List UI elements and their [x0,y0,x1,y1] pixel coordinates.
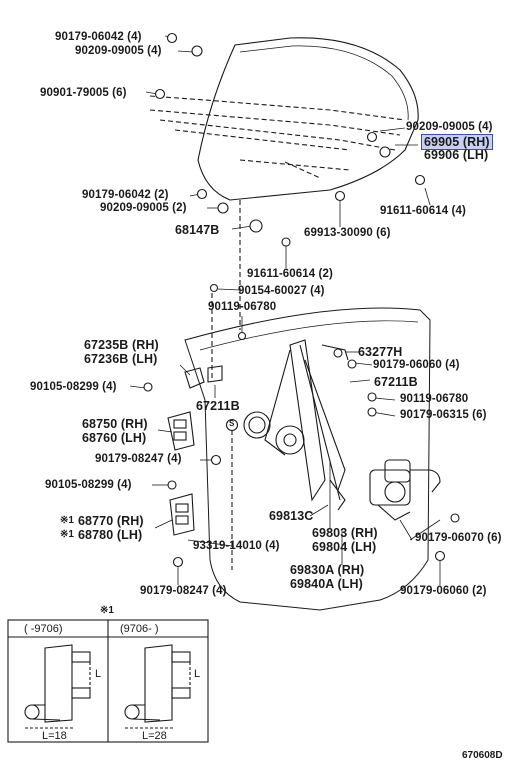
label-90179-08247: 90179-08247 (4) [95,453,182,465]
note-mark-2: ※1 [60,529,74,540]
special-tool-mark [225,418,239,432]
label-69905-rh-highlighted[interactable]: 69905 (RH) [421,134,493,150]
label-90179-06060-lower: 90179-06060 (2) [400,585,487,597]
label-67235b-rh: 67235B (RH) [84,338,159,352]
inset-right-dim: L [194,668,201,680]
label-90179-06042-lower: 90179-06042 (2) [82,189,169,201]
label-69840a-lh: 69840A (LH) [290,577,363,591]
label-68770-rh: 68770 (RH) [78,514,144,528]
label-90901-79005: 90901-79005 (6) [40,87,127,99]
window-regulator [264,339,349,511]
upper-hinge [167,411,195,451]
label-90105-08299: 90105-08299 (4) [30,381,117,393]
label-69813c: 69813C [269,509,314,523]
inset-right-caption: L=28 [142,730,167,742]
label-90105-08299-lower: 90105-08299 (4) [45,479,132,491]
label-63277h: 63277H [358,345,403,359]
label-90179-06070: 90179-06070 (6) [415,532,502,544]
label-69830a-rh: 69830A (RH) [290,563,365,577]
label-69906-lh: 69906 (LH) [424,148,489,162]
inset-left-caption: L=18 [42,730,67,742]
label-69803-rh: 69803 (RH) [312,526,378,540]
label-90179-06060: 90179-06060 (4) [373,359,460,371]
label-90179-08247-lower: 90179-08247 (4) [140,585,227,597]
regulator-motor [369,459,441,521]
label-67236b-lh: 67236B (LH) [84,352,158,366]
special-tool-letter: S [229,419,235,428]
label-90209-09005-lower: 90209-09005 (2) [100,202,187,214]
lower-hinge [169,493,195,536]
label-90119-06780: 90119-06780 [208,301,277,313]
label-91611-60614: 91611-60614 (4) [380,205,466,217]
inset-panel [7,619,209,743]
label-68760-lh: 68760 (LH) [82,431,147,445]
label-67211b-left: 67211B [196,399,240,413]
inset-right-header: (9706- ) [120,623,159,635]
label-90209-09005-upper: 90209-09005 (4) [406,121,493,133]
note-mark-1: ※1 [60,515,74,526]
diagram-reference-code: 670608D [462,750,503,761]
label-68147b: 68147B [175,223,220,237]
label-90119-06780-right: 90119-06780 [400,393,469,405]
inset-left-dim: L [95,668,102,680]
label-67211b-right: 67211B [374,375,418,389]
label-69913-30090: 69913-30090 (6) [304,227,391,239]
door-panel [184,307,431,611]
label-68750-rh: 68750 (RH) [82,417,148,431]
label-90154-60027: 90154-60027 (4) [238,285,325,297]
label-93319-14010: 93319-14010 (4) [193,540,280,552]
label-90179-06315: 90179-06315 (6) [400,409,487,421]
label-68780-lh: 68780 (LH) [78,528,143,542]
door-glass [197,37,419,201]
inset-title: ※1 [100,605,114,616]
label-90179-06042: 90179-06042 (4) [55,31,142,43]
label-90209-09005: 90209-09005 (4) [75,45,162,57]
label-69804-lh: 69804 (LH) [312,540,377,554]
inset-left-header: ( -9706) [24,623,63,635]
label-91611-60614-lower: 91611-60614 (2) [247,268,333,280]
